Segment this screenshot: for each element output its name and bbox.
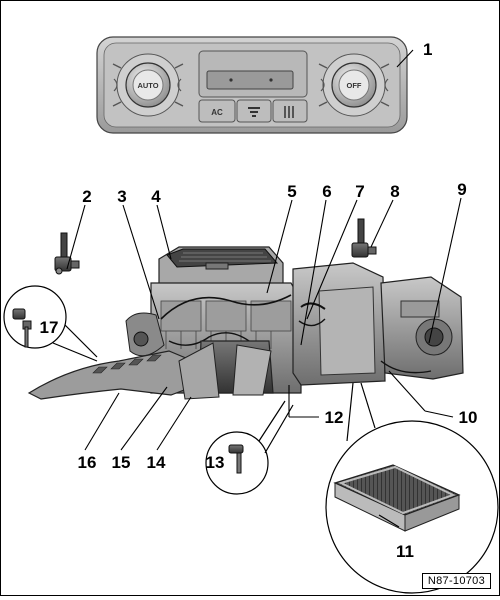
defrost-icon [248,107,260,117]
climate-control-panel: AC AUTO OFF [96,36,408,134]
detail-inset-11-filter [325,382,499,594]
callout-12: 12 [325,408,344,427]
callout-10: 10 [459,408,478,427]
panel-buttons-row: AC [198,99,308,123]
figure-reference: N87-10703 [421,573,491,589]
callout-16: 16 [78,453,97,472]
callout-14: 14 [147,453,166,472]
callout-7: 7 [355,182,364,201]
callout-6: 6 [322,182,331,201]
panel-display [206,70,294,90]
callout-11: 11 [396,542,414,561]
callout-4: 4 [151,187,161,206]
callout-2: 2 [82,187,91,206]
ac-button-label: AC [211,108,223,117]
callout-9: 9 [457,180,466,199]
hvac-unit-drawing [27,246,464,400]
right-temperature-knob: OFF [318,53,390,117]
callout-17: 17 [40,318,59,337]
callout-3: 3 [117,187,126,206]
callout-5: 5 [287,182,296,201]
leader-lines [66,49,462,528]
detail-inset-17 [3,285,98,362]
rear-defrost-icon [284,106,294,118]
callout-8: 8 [390,182,399,201]
callout-13: 13 [206,453,225,472]
sensor-8-drawing [351,218,377,258]
left-temperature-knob: AUTO [112,53,184,117]
auto-label: AUTO [137,81,158,90]
callout-15: 15 [112,453,131,472]
callout-labels: 1 2 3 4 5 6 7 8 9 10 11 12 13 14 15 16 1… [40,40,478,561]
detail-inset-13 [205,400,294,495]
callout-1: 1 [423,40,432,59]
off-label: OFF [347,81,362,90]
